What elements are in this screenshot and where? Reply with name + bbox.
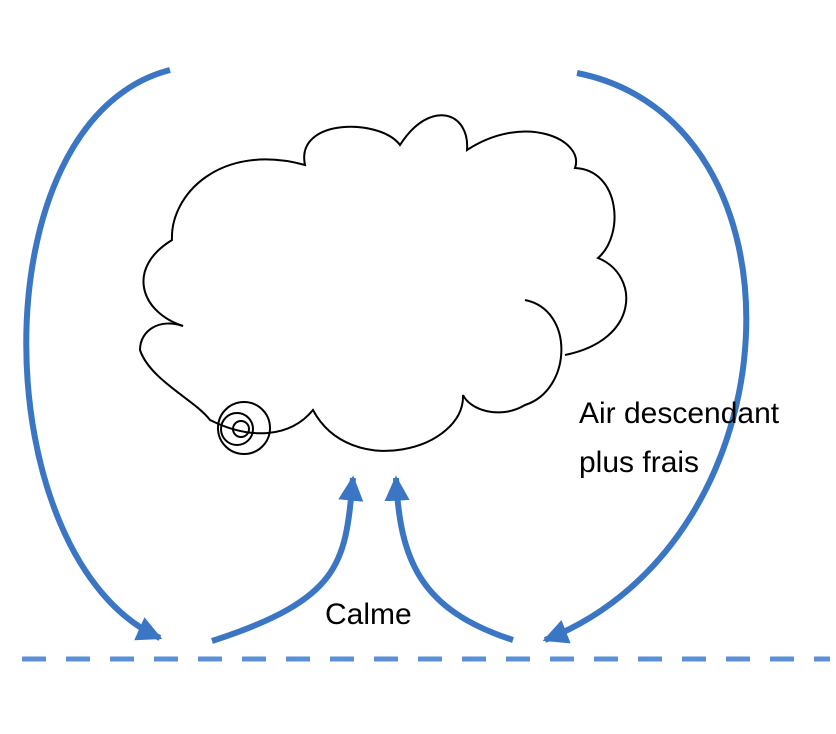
- left-rising-arrow: [211, 475, 364, 644]
- descending-air-label-line2: plus frais: [579, 446, 699, 479]
- left-descending-arrow: [23, 67, 171, 641]
- descending-air-label-line1: Air descendant: [579, 397, 780, 430]
- right-rising-arrow: [384, 475, 514, 643]
- right-descending-arrow: [542, 70, 750, 644]
- calm-label: Calme: [325, 598, 412, 631]
- cloud-icon: [138, 114, 628, 455]
